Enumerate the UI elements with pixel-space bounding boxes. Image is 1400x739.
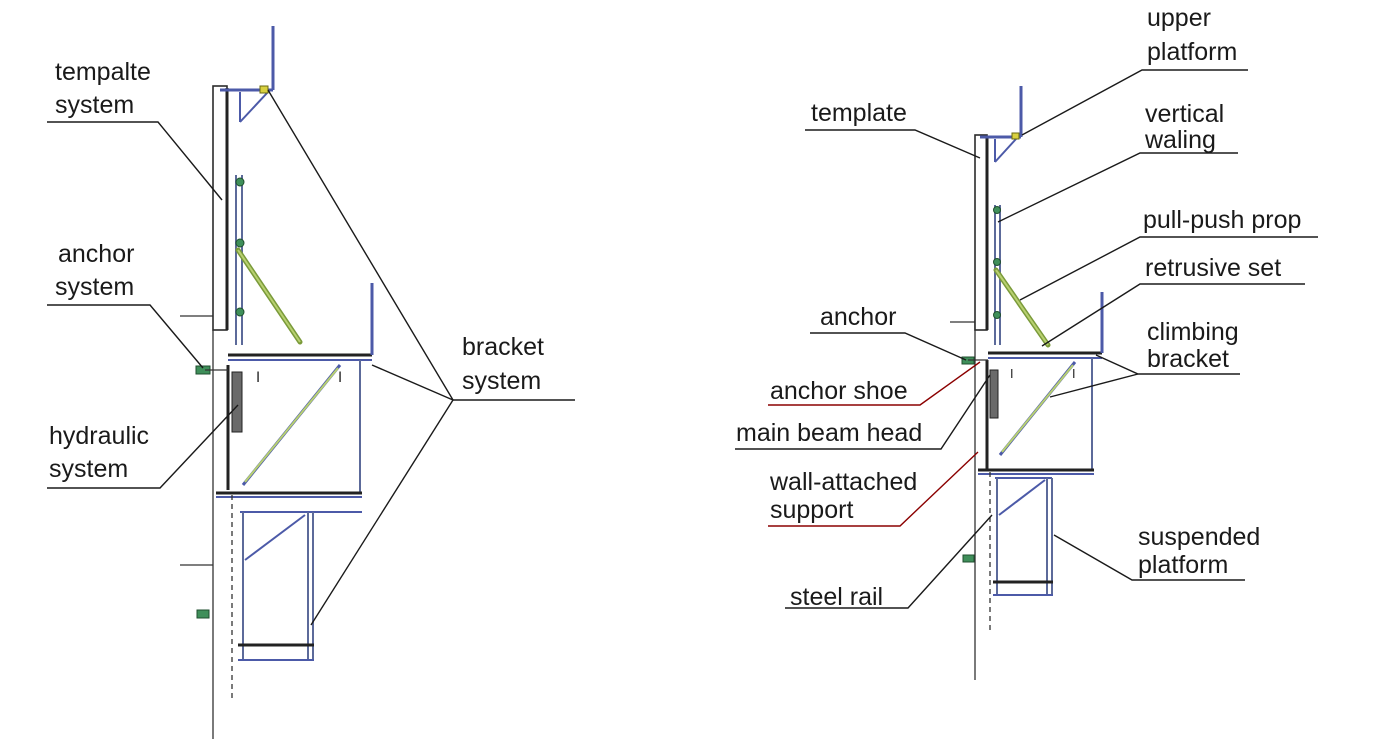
right-upper-connector: [1011, 132, 1020, 140]
left-prop-pin-2: [235, 307, 245, 317]
label-pull-push-prop: pull-push prop: [1143, 206, 1301, 234]
label-climbing-bracket-2: bracket: [1147, 345, 1229, 373]
right-labels: upper platform template vertical waling …: [735, 4, 1318, 611]
right-prop-pin: [993, 258, 1001, 266]
left-beam-i-2: I: [338, 370, 342, 386]
leader-suspended-platform: [1053, 534, 1245, 581]
leader-anchor-system: [47, 304, 204, 369]
label-bracket-system-2: system: [462, 367, 541, 395]
left-suspended-brace: [244, 514, 306, 561]
left-hydraulic-cylinder: [231, 371, 243, 433]
label-wall-attached-support-1: wall-attached: [769, 468, 917, 496]
left-lower-anchor: [196, 609, 210, 619]
leader-template: [805, 129, 981, 159]
left-beam-i-1: I: [256, 370, 260, 386]
label-main-beam-head: main beam head: [736, 419, 922, 447]
leader-climbing-bracket-bottom: [1049, 373, 1139, 398]
right-prop-pin-3: [993, 206, 1001, 214]
left-pull-push-prop-inner: [237, 249, 301, 343]
leader-hydraulic-system: [47, 404, 239, 489]
leader-upper-platform: [1021, 69, 1248, 136]
label-vertical-waling-1: vertical: [1145, 100, 1224, 128]
leader-main-beam-head: [735, 374, 991, 450]
right-beam-i-1: I: [1010, 367, 1014, 381]
label-retrusive-set: retrusive set: [1145, 254, 1281, 282]
label-template: template: [811, 99, 907, 127]
label-hydraulic-system-1: hydraulic: [49, 422, 149, 450]
leader-template-system: [47, 121, 223, 201]
right-lower-anchor: [962, 554, 975, 563]
label-hydraulic-system-2: system: [49, 455, 128, 483]
right-upper-brace: [994, 138, 1017, 163]
label-wall-attached-support-2: support: [770, 496, 853, 524]
right-hydraulic-cylinder: [989, 369, 999, 419]
left-bracket-diagonal-inner: [244, 367, 339, 483]
leader-bracket-system-bottom: [310, 399, 454, 626]
leader-bracket-system-mid: [371, 364, 454, 401]
label-steel-rail: steel rail: [790, 583, 883, 611]
leader-pull-push-prop: [1019, 236, 1318, 301]
leader-steel-rail: [785, 514, 993, 609]
right-structure: I I: [950, 86, 1104, 680]
right-pull-push-prop-inner: [995, 269, 1049, 346]
right-template-panel: [974, 134, 988, 331]
label-upper-platform-2: platform: [1147, 38, 1237, 66]
label-template-system-2: system: [55, 91, 134, 119]
label-suspended-platform-2: platform: [1138, 551, 1228, 579]
label-bracket-system-1: bracket: [462, 333, 544, 361]
label-template-system-1: tempalte: [55, 58, 151, 86]
right-prop-pin-2: [993, 311, 1001, 319]
left-upper-brace: [239, 91, 269, 123]
label-upper-platform-1: upper: [1147, 4, 1211, 32]
leader-anchor: [810, 332, 967, 361]
leader-retrusive-set: [1041, 283, 1305, 347]
left-prop-pin-3: [235, 177, 245, 187]
right-bracket-diagonal-inner: [1001, 364, 1074, 453]
label-climbing-bracket-1: climbing: [1147, 318, 1239, 346]
leader-anchor-shoe: [768, 361, 981, 406]
left-labels: tempalte system anchor system hydraulic …: [47, 58, 575, 626]
label-vertical-waling-2: waling: [1144, 126, 1216, 154]
label-suspended-platform-1: suspended: [1138, 523, 1260, 551]
label-anchor-shoe: anchor shoe: [770, 377, 908, 405]
left-structure: I I: [180, 26, 374, 739]
right-suspended-brace: [998, 479, 1046, 516]
label-anchor: anchor: [820, 303, 896, 331]
label-anchor-system-2: system: [55, 273, 134, 301]
leader-vertical-waling: [997, 152, 1238, 223]
right-beam-i-2: I: [1072, 367, 1076, 381]
label-anchor-system-1: anchor: [58, 240, 134, 268]
leader-wall-attached-support: [768, 451, 979, 527]
left-prop-pin: [235, 238, 245, 248]
left-template-panel: [212, 85, 228, 331]
left-upper-connector: [259, 85, 269, 94]
leader-bracket-system-top: [267, 89, 454, 401]
